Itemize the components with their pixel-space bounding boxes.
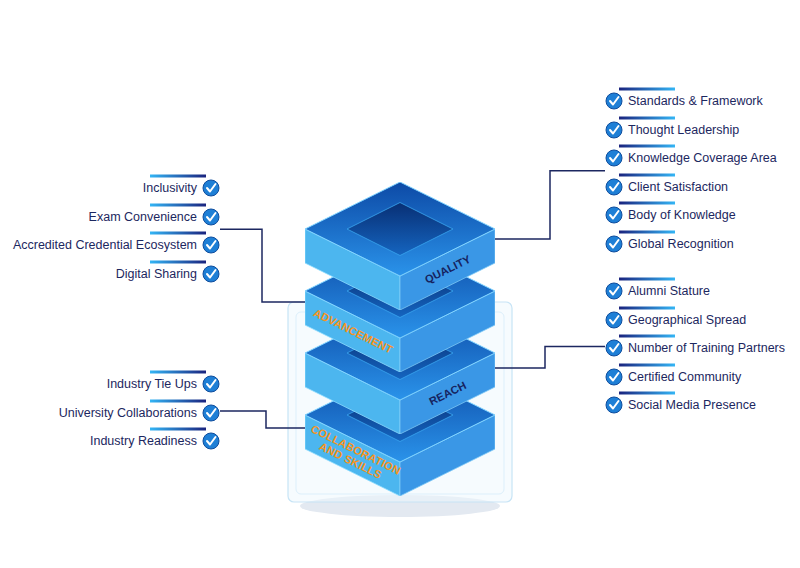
checklist-item: Accredited Credential Ecosystem xyxy=(13,229,197,252)
checklist-item: Digital Sharing xyxy=(116,258,197,281)
checklist-item: Standards & Framework xyxy=(628,85,763,108)
checklist-item: Social Media Presence xyxy=(628,389,756,412)
layer-slab xyxy=(305,182,495,310)
checklist-row: Exam Convenience xyxy=(2,201,220,230)
checklist-row: Knowledge Coverage Area xyxy=(605,142,797,171)
checklist-row: Client Satisfaction xyxy=(605,171,797,200)
leader-connector xyxy=(495,171,605,239)
checklist-item: Certified Community xyxy=(628,361,741,384)
checklist-item: Inclusivity xyxy=(143,172,197,195)
checklist-item: Industry Readiness xyxy=(90,425,197,448)
checklist-row: Number of Training Partners xyxy=(605,332,797,361)
checklist: Alumni StatureGeographical SpreadNumber … xyxy=(605,275,797,418)
checklist-row: Global Recognition xyxy=(605,228,797,257)
checklist-item: Global Recognition xyxy=(628,228,734,251)
checklist-item: Client Satisfaction xyxy=(628,171,728,194)
checklist-item: Alumni Stature xyxy=(628,275,710,298)
checklist: InclusivityExam ConvenienceAccredited Cr… xyxy=(2,172,220,286)
stack-layer: QUALITY xyxy=(305,182,495,310)
checklist-item: Geographical Spread xyxy=(628,304,746,327)
checklist-item: Thought Leadership xyxy=(628,114,739,137)
checklist-row: University Collaborations xyxy=(2,397,220,426)
leader-connector xyxy=(220,229,305,302)
checklist-row: Standards & Framework xyxy=(605,85,797,114)
leader-connector xyxy=(495,346,605,368)
checklist-row: Thought Leadership xyxy=(605,114,797,143)
checklist-row: Geographical Spread xyxy=(605,304,797,333)
checklist-row: Digital Sharing xyxy=(2,258,220,287)
checklist-row: Industry Tie Ups xyxy=(2,368,220,397)
checklist-row: Social Media Presence xyxy=(605,389,797,418)
checklist-row: Body of Knowledge xyxy=(605,199,797,228)
checklist: Industry Tie UpsUniversity Collaboration… xyxy=(2,368,220,454)
checklist-item: Exam Convenience xyxy=(89,201,197,224)
checklist-item: Industry Tie Ups xyxy=(107,368,197,391)
checklist-item: Number of Training Partners xyxy=(628,332,785,355)
leader-connector xyxy=(220,411,305,428)
checklist-row: Industry Readiness xyxy=(2,425,220,454)
checklist-item: Knowledge Coverage Area xyxy=(628,142,777,165)
checklist-item: Body of Knowledge xyxy=(628,199,736,222)
checklist-row: Certified Community xyxy=(605,361,797,390)
checklist-row: Inclusivity xyxy=(2,172,220,201)
checklist: Standards & FrameworkThought LeadershipK… xyxy=(605,85,797,257)
checklist-row: Alumni Stature xyxy=(605,275,797,304)
checklist-row: Accredited Credential Ecosystem xyxy=(2,229,220,258)
checklist-item: University Collaborations xyxy=(59,397,197,420)
